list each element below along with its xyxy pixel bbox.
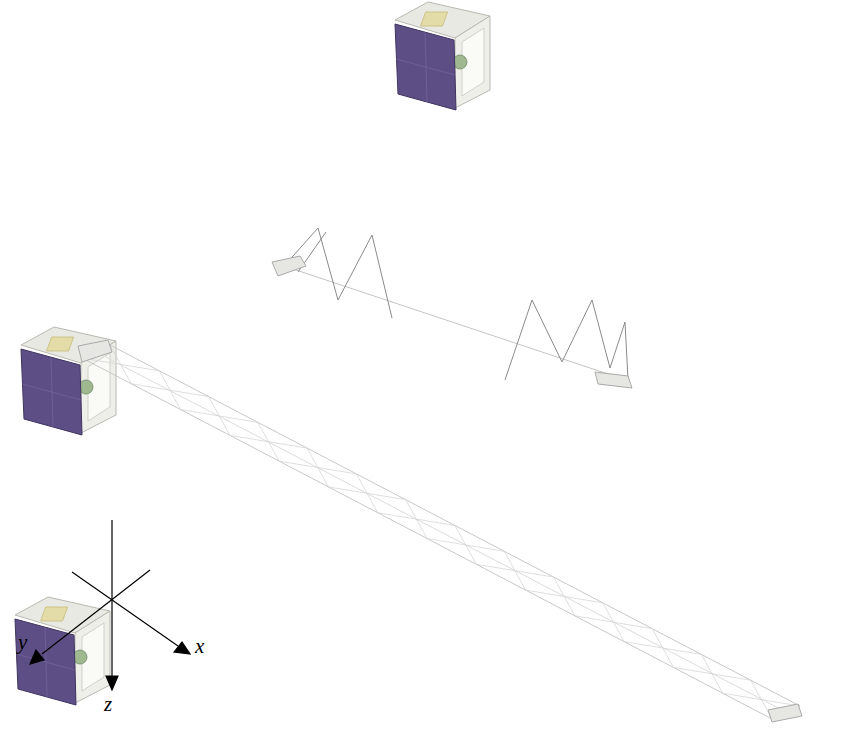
axis-label: x <box>195 636 204 657</box>
axis-label: y <box>18 632 27 653</box>
axis-label: z <box>104 694 112 715</box>
